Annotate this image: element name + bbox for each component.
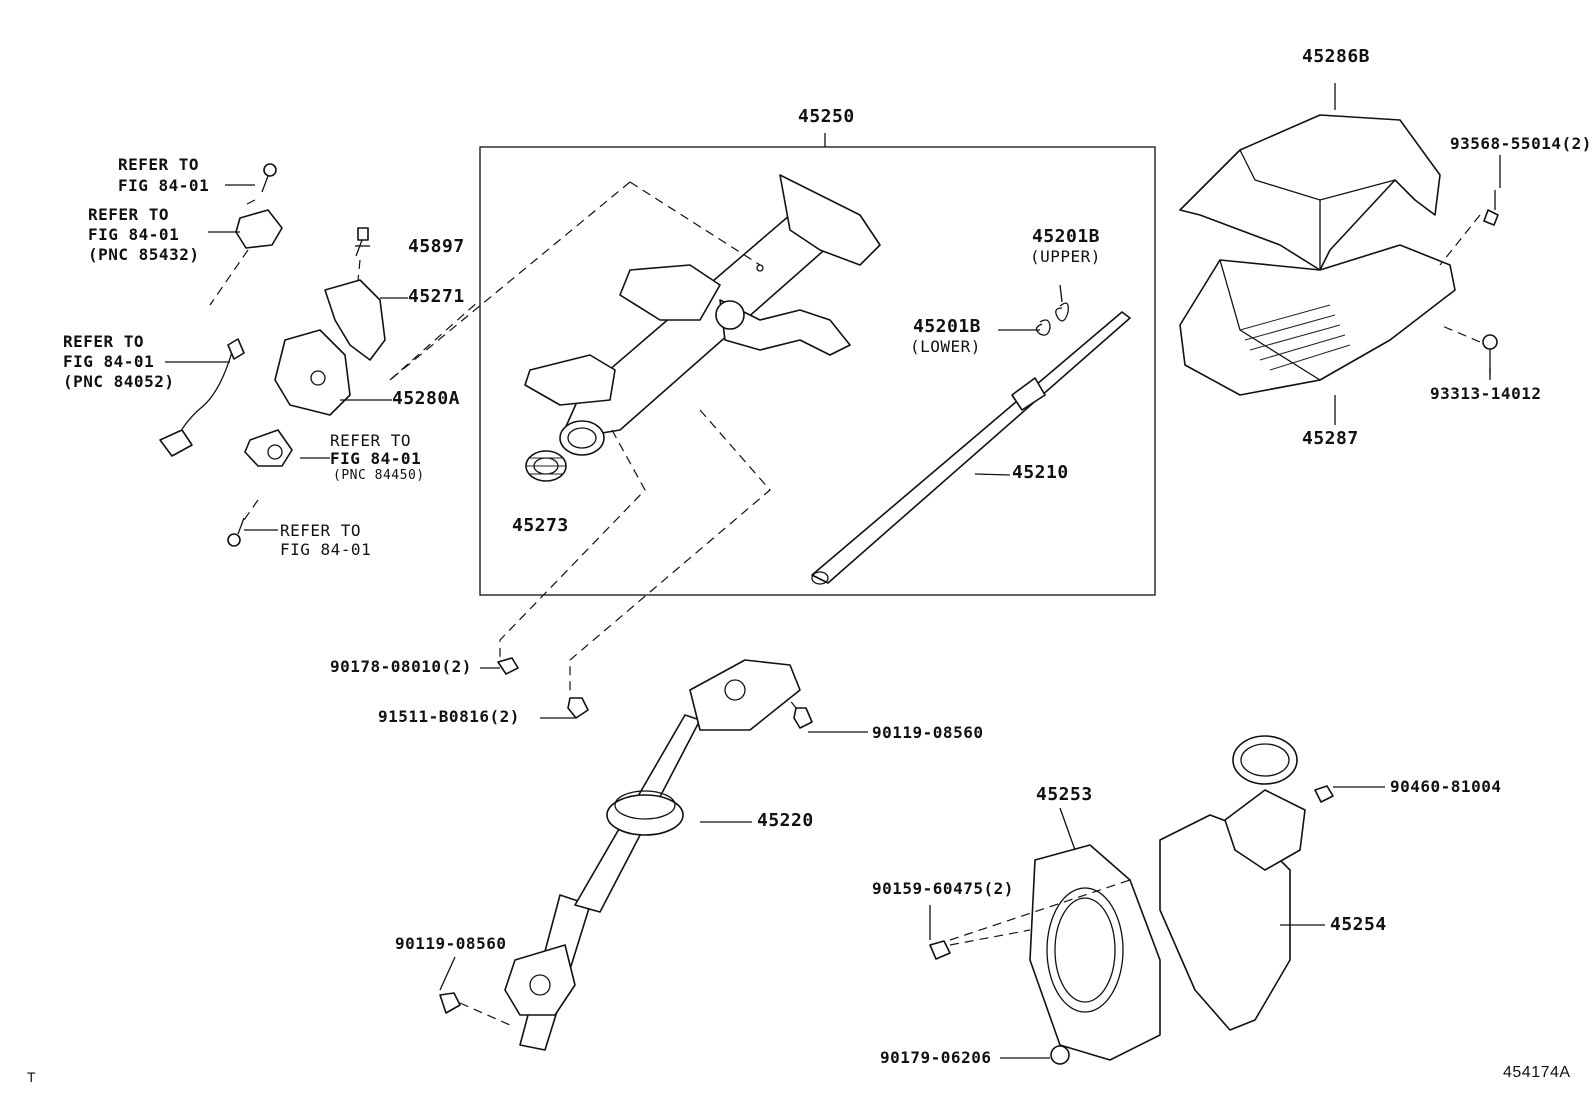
column-cover-lower-45287 — [1179, 244, 1456, 396]
ref3-line1: REFER TO — [63, 332, 145, 351]
label-45286b: 45286B — [1302, 46, 1371, 67]
label-90179: 90179-06206 — [880, 1048, 992, 1067]
ref5-line1: REFER TO — [280, 521, 362, 540]
column-cover-upper-45286b — [1179, 114, 1441, 271]
bracket-45271 — [324, 279, 386, 361]
ref4-line3: (PNC 84450) — [333, 468, 425, 483]
leader-lines — [165, 83, 1501, 1059]
assembly-box-45250 — [479, 133, 1156, 596]
diagram-code: 454174A — [1503, 1064, 1571, 1081]
switch-ref-pnc84450 — [244, 429, 293, 467]
steering-shaft-45210 — [811, 311, 1131, 585]
bolt-90159 — [929, 879, 1131, 960]
screw-ref-bottom — [227, 517, 245, 547]
ref3-line2: FIG 84-01 — [63, 352, 155, 371]
screw-ref-top — [261, 163, 277, 193]
ref1-line2: FIG 84-01 — [118, 176, 210, 195]
clip-45201b-upper — [1055, 302, 1069, 322]
clamp-90460 — [1314, 785, 1334, 803]
label-90178: 90178-08010(2) — [330, 657, 472, 676]
label-45254: 45254 — [1330, 914, 1387, 935]
label-45201b-lower: 45201B — [913, 316, 982, 337]
label-90460: 90460-81004 — [1390, 777, 1502, 796]
label-45201b-lower-note: (LOWER) — [910, 337, 981, 356]
label-45287: 45287 — [1302, 428, 1359, 449]
screw-45897 — [355, 227, 369, 257]
intermediate-shaft-45220 — [504, 659, 801, 1051]
label-93568: 93568-55014(2) — [1450, 134, 1592, 153]
ref2-line1: REFER TO — [88, 205, 170, 224]
sensor-ref-pnc85432 — [235, 209, 283, 249]
ref3-line3: (PNC 84052) — [63, 372, 175, 391]
label-45271: 45271 — [408, 286, 465, 307]
label-93313: 93313-14012 — [1430, 384, 1542, 403]
steering-column-tube — [524, 174, 881, 456]
ref1-line1: REFER TO — [118, 155, 200, 174]
label-90159: 90159-60475(2) — [872, 879, 1014, 898]
label-45210: 45210 — [1012, 462, 1069, 483]
bolt-91511 — [567, 697, 589, 719]
label-91511: 91511-B0816(2) — [378, 707, 520, 726]
corner-mark: T — [27, 1069, 37, 1085]
nut-90179 — [1050, 1045, 1070, 1065]
ref2-line3: (PNC 85432) — [88, 245, 200, 264]
label-45250: 45250 — [798, 106, 855, 127]
label-45253: 45253 — [1036, 784, 1093, 805]
label-45220: 45220 — [757, 810, 814, 831]
label-45280a: 45280A — [392, 388, 461, 409]
label-90119-upper: 90119-08560 — [872, 723, 984, 742]
ref2-line2: FIG 84-01 — [88, 225, 180, 244]
ref5-line2: FIG 84-01 — [280, 540, 372, 559]
label-45201b-upper: 45201B — [1032, 226, 1101, 247]
ref4-line1: REFER TO — [330, 431, 412, 450]
ref4-line2: FIG 84-01 — [330, 449, 422, 468]
hole-cover-plate-45253 — [1029, 844, 1161, 1061]
screw-93568 — [1483, 190, 1499, 226]
clip-45201b-lower — [1035, 319, 1051, 336]
bracket-45280a — [274, 329, 351, 416]
label-45273: 45273 — [512, 515, 569, 536]
nut-90178 — [497, 657, 519, 675]
label-45897: 45897 — [408, 236, 465, 257]
wire-ref-pnc84052 — [159, 338, 245, 457]
label-90119-lower: 90119-08560 — [395, 934, 507, 953]
bolt-90119-lower — [439, 992, 511, 1026]
label-45201b-upper-note: (UPPER) — [1030, 247, 1101, 266]
bearing-45273 — [525, 450, 567, 482]
hole-cover-boot-45254 — [1159, 735, 1306, 1031]
